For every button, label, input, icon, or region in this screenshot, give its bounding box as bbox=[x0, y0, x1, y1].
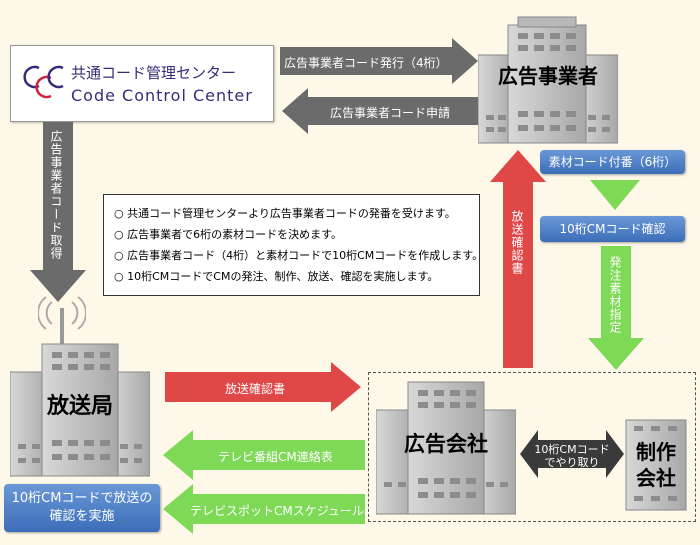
material-down-arrow bbox=[590, 180, 640, 210]
agency-production-group bbox=[368, 372, 696, 522]
note-item: 10桁CMコードでCMの発注、制作、放送、確認を実施します。 bbox=[114, 266, 479, 287]
material-code-box: 素材コード付番（6桁） bbox=[540, 150, 685, 174]
material-spec-label: 発注素材指定 bbox=[608, 256, 622, 334]
code-request-label: 広告事業者コード申請 bbox=[330, 106, 451, 120]
production-building-icon bbox=[625, 419, 687, 511]
note-item: 広告事業者で6桁の素材コードを決めます。 bbox=[114, 224, 479, 245]
production-label-line1: 制作 bbox=[636, 440, 676, 464]
broadcast-check-box: 10桁CMコードで放送の 確認を実施 bbox=[4, 484, 160, 532]
tv-spot-arrow bbox=[163, 484, 365, 534]
note-item: 共通コード管理センターより広告事業者コードの発番を受けます。 bbox=[114, 203, 479, 224]
code-acquire-arrow bbox=[30, 122, 86, 302]
broadcast-confirm-up-arrow bbox=[490, 150, 546, 368]
ccc-logo-icon bbox=[23, 65, 64, 99]
code-issue-arrow bbox=[280, 38, 478, 84]
material-spec-arrow bbox=[588, 246, 644, 370]
advertiser-label: 広告事業者 bbox=[498, 64, 598, 88]
tv-program-arrow bbox=[163, 430, 365, 480]
code-acquire-label: 広告事業者コード取得 bbox=[49, 130, 63, 260]
production-label-line2: 会社 bbox=[636, 466, 676, 490]
tv-spot-label: テレビスポットCMスケジュール表 bbox=[190, 504, 376, 518]
logo-title-jp: 共通コード管理センター bbox=[71, 64, 237, 82]
advertiser-building-icon bbox=[478, 16, 618, 144]
antenna-icon bbox=[38, 296, 86, 344]
logo-title-en: Code Control Center bbox=[71, 86, 253, 105]
exchange-arrow bbox=[520, 430, 624, 478]
agency-building-icon bbox=[376, 381, 516, 515]
note-item: 広告事業者コード（4桁）と素材コードで10桁CMコードを作成します。 bbox=[114, 245, 483, 266]
broadcaster-label: 放送局 bbox=[46, 394, 113, 419]
broadcast-confirm-up-label: 放送確認書 bbox=[510, 210, 524, 275]
tv-program-label: テレビ番組CM連絡表 bbox=[218, 450, 333, 464]
broadcast-confirm-arrow bbox=[165, 362, 361, 412]
agency-label: 広告会社 bbox=[404, 432, 488, 456]
broadcaster-building-icon bbox=[10, 343, 150, 477]
code-request-arrow bbox=[282, 88, 478, 134]
code-issue-label: 広告事業者コード発行（4桁） bbox=[284, 56, 448, 70]
exchange-label: 10桁CMコード でやり取り bbox=[534, 443, 610, 469]
cm-confirm-box: 10桁CMコード確認 bbox=[540, 216, 685, 242]
broadcast-confirm-label: 放送確認書 bbox=[225, 382, 286, 396]
code-control-center-logo: 共通コード管理センター Code Control Center bbox=[10, 45, 274, 122]
notes-box: 共通コード管理センターより広告事業者コードの発番を受けます。 広告事業者で6桁の… bbox=[103, 194, 483, 296]
